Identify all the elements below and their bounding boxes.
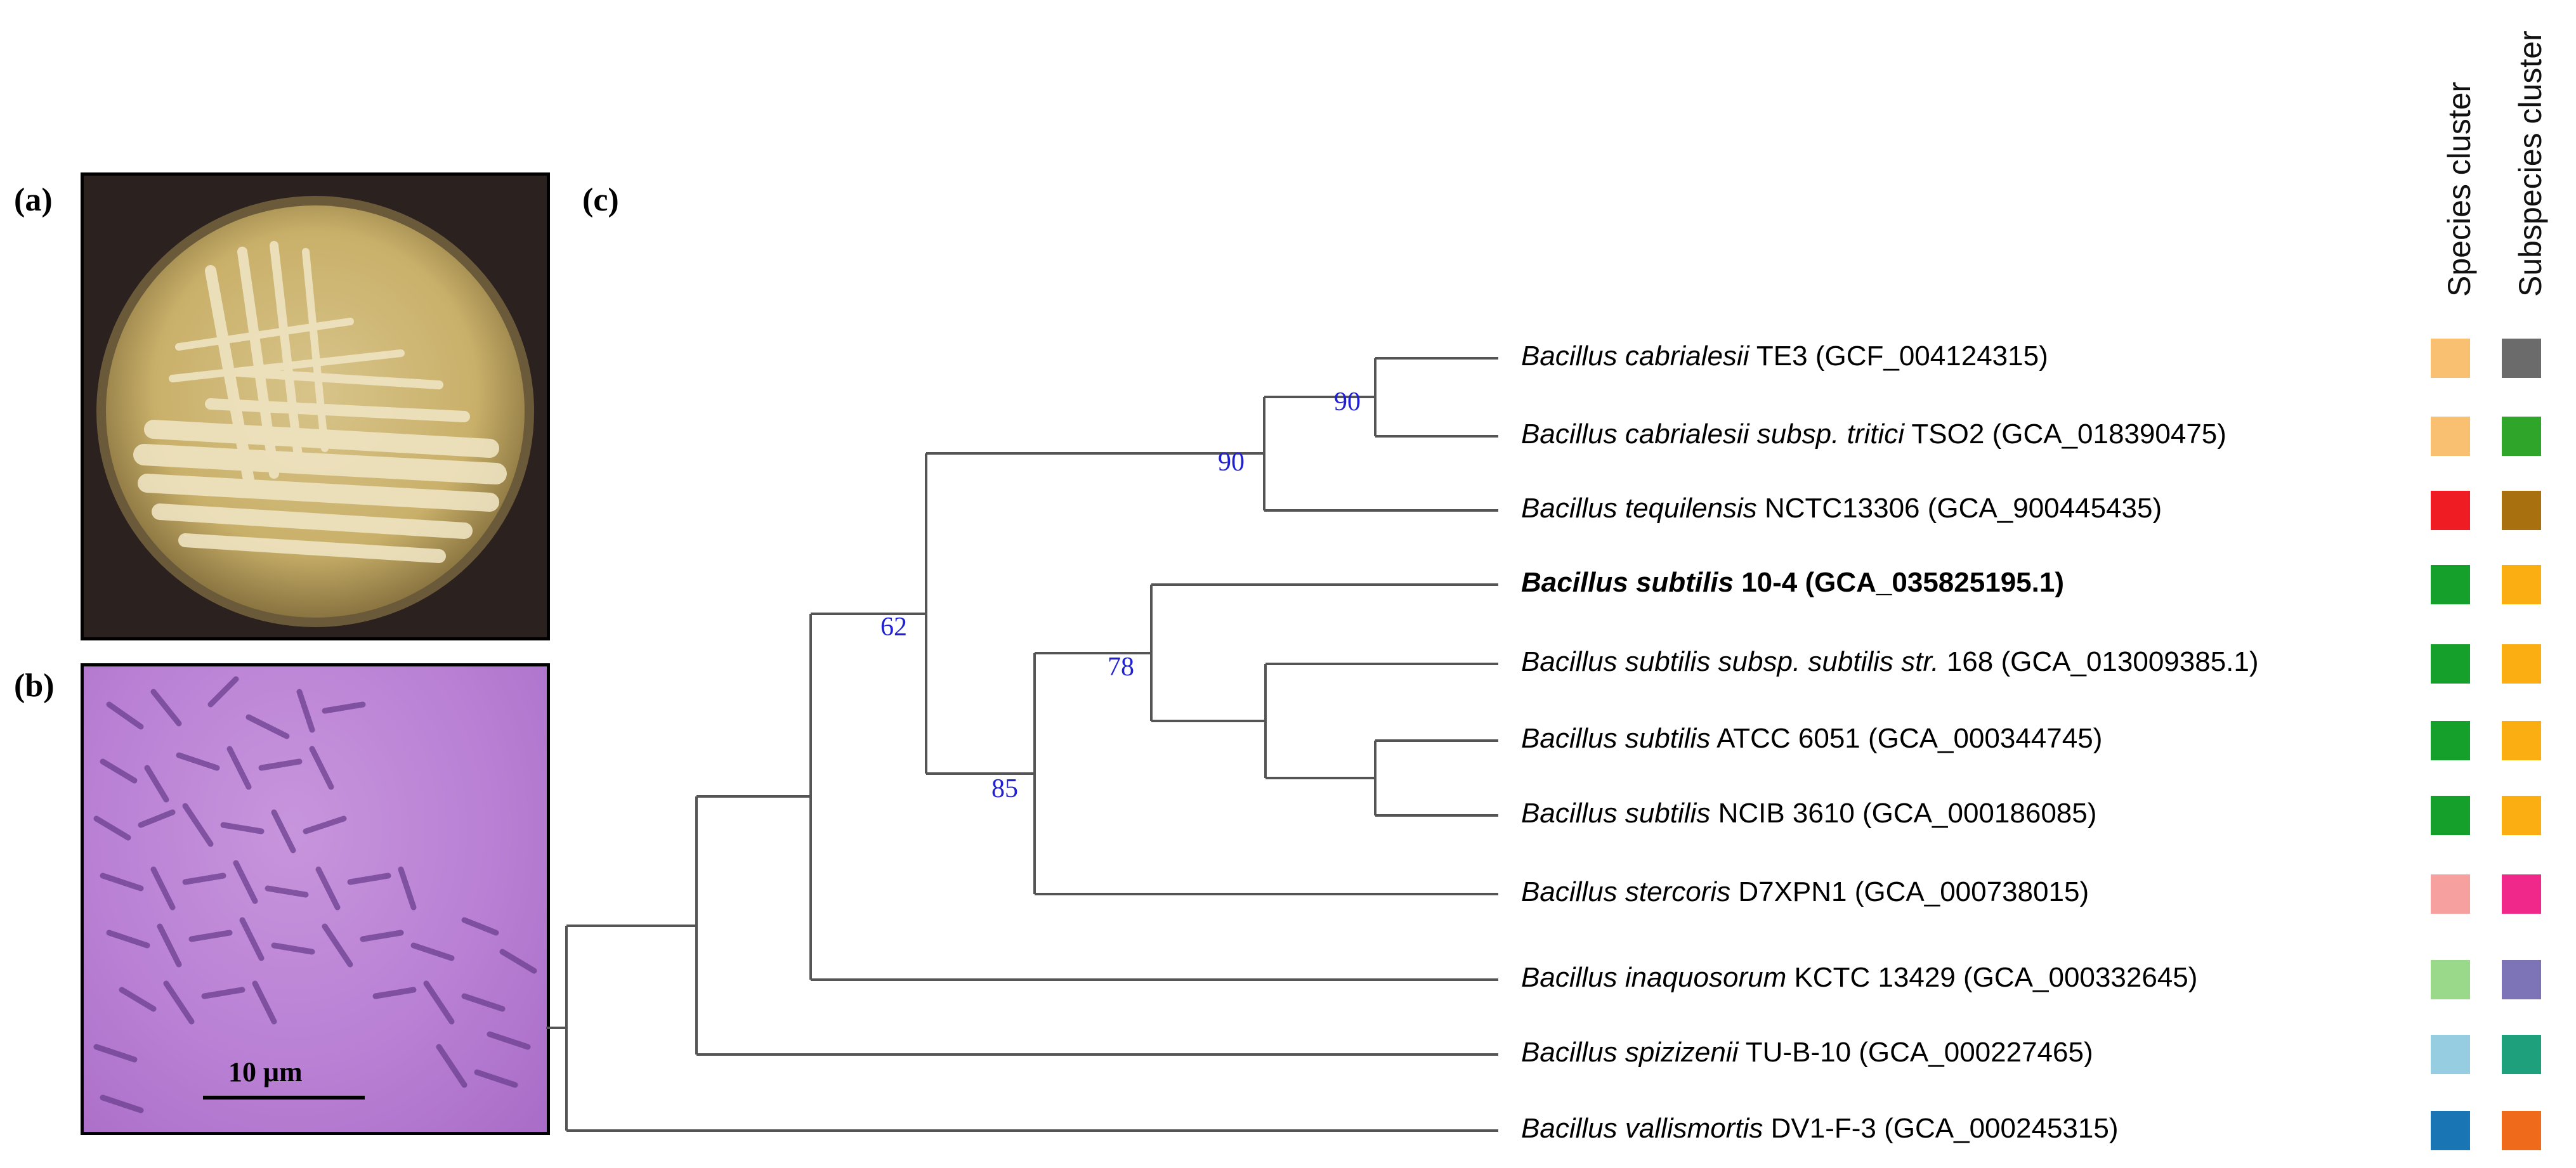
microscopy-photo [81, 663, 550, 1135]
bootstrap-value: 85 [991, 774, 1018, 803]
subspecies-cluster-swatch [2502, 644, 2541, 684]
taxon-name: Bacillus subtilis subsp. subtilis str. [1521, 646, 1939, 677]
subspecies-cluster-swatch [2502, 491, 2541, 530]
taxon-strain: KCTC 13429 (GCA_000332645) [1786, 962, 2198, 993]
species-cluster-swatch [2431, 960, 2470, 999]
taxon-label: Bacillus cabrialesii TE3 (GCF_004124315) [1521, 341, 2048, 372]
taxon-strain: DV1-F-3 (GCA_000245315) [1763, 1113, 2119, 1144]
subspecies-cluster-swatch [2502, 1035, 2541, 1074]
petri-plate-photo [81, 172, 550, 640]
taxon-name: Bacillus subtilis [1521, 798, 1711, 829]
taxon-label: Bacillus cabrialesii subsp. tritici TSO2… [1521, 419, 2226, 450]
petri-plate-image [84, 176, 547, 637]
bootstrap-value: 78 [1108, 652, 1134, 682]
bootstrap-value: 62 [880, 613, 907, 642]
species-cluster-header: Species cluster [2442, 81, 2477, 297]
subspecies-cluster-swatch [2502, 960, 2541, 999]
taxon-strain: D7XPN1 (GCA_000738015) [1730, 876, 2089, 907]
taxon-name: Bacillus spizizenii [1521, 1037, 1739, 1068]
subspecies-cluster-swatch [2502, 796, 2541, 835]
taxon-name: Bacillus inaquosorum [1521, 962, 1787, 993]
taxon-strain: TE3 (GCF_004124315) [1749, 341, 2048, 372]
subspecies-cluster-swatch [2502, 565, 2541, 604]
taxon-label: Bacillus vallismortis DV1-F-3 (GCA_00024… [1521, 1113, 2118, 1145]
subspecies-cluster-header: Subspecies cluster [2513, 30, 2548, 297]
taxon-label: Bacillus tequilensis NCTC13306 (GCA_9004… [1521, 493, 2162, 524]
taxon-strain: 10-4 (GCA_035825195.1) [1733, 567, 2064, 598]
species-cluster-swatch [2431, 796, 2470, 835]
taxon-strain: TSO2 (GCA_018390475) [1904, 419, 2226, 450]
subspecies-cluster-swatch [2502, 1111, 2541, 1150]
species-cluster-swatch [2431, 565, 2470, 604]
taxon-name: Bacillus stercoris [1521, 876, 1731, 907]
species-cluster-swatch [2431, 491, 2470, 530]
bootstrap-value: 90 [1218, 448, 1245, 477]
scale-bar-label: 10 μm [228, 1056, 303, 1087]
taxon-name: Bacillus tequilensis [1521, 493, 1757, 524]
subspecies-cluster-swatch [2502, 417, 2541, 456]
species-cluster-swatch [2431, 339, 2470, 378]
bootstrap-value: 90 [1334, 387, 1361, 417]
subspecies-cluster-swatch [2502, 874, 2541, 914]
taxon-name: Bacillus cabrialesii subsp. tritici [1521, 419, 1904, 450]
taxon-label: Bacillus subtilis subsp. subtilis str. 1… [1521, 646, 2259, 678]
species-cluster-swatch [2431, 417, 2470, 456]
species-cluster-swatch [2431, 1035, 2470, 1074]
taxon-strain: NCTC13306 (GCA_900445435) [1756, 493, 2162, 524]
taxon-strain: 168 (GCA_013009385.1) [1939, 646, 2259, 677]
species-cluster-swatch [2431, 874, 2470, 914]
taxon-label: Bacillus spizizenii TU-B-10 (GCA_0002274… [1521, 1037, 2093, 1068]
taxon-strain: ATCC 6051 (GCA_000344745) [1710, 723, 2103, 754]
species-cluster-swatch [2431, 1111, 2470, 1150]
subspecies-cluster-swatch [2502, 339, 2541, 378]
panel-label-b: (b) [14, 668, 55, 704]
panel-label-a: (a) [14, 182, 53, 218]
taxon-name: Bacillus subtilis [1521, 723, 1711, 754]
taxon-name: Bacillus cabrialesii [1521, 341, 1749, 372]
microscopy-cells-image [93, 676, 537, 1113]
species-cluster-swatch [2431, 721, 2470, 760]
taxon-label: Bacillus subtilis ATCC 6051 (GCA_0003447… [1521, 723, 2102, 755]
taxon-label: Bacillus stercoris D7XPN1 (GCA_000738015… [1521, 876, 2089, 908]
species-cluster-swatch [2431, 644, 2470, 684]
taxon-name: Bacillus vallismortis [1521, 1113, 1763, 1144]
taxon-label: Bacillus subtilis NCIB 3610 (GCA_0001860… [1521, 798, 2096, 829]
taxon-label: Bacillus subtilis 10-4 (GCA_035825195.1) [1521, 567, 2064, 599]
scale-bar [203, 1096, 365, 1100]
taxon-name: Bacillus subtilis [1521, 567, 1734, 598]
taxon-strain: TU-B-10 (GCA_000227465) [1738, 1037, 2093, 1068]
subspecies-cluster-swatch [2502, 721, 2541, 760]
taxon-strain: NCIB 3610 (GCA_000186085) [1710, 798, 2097, 829]
taxon-label: Bacillus inaquosorum KCTC 13429 (GCA_000… [1521, 962, 2197, 994]
panel-label-c: (c) [582, 182, 619, 218]
